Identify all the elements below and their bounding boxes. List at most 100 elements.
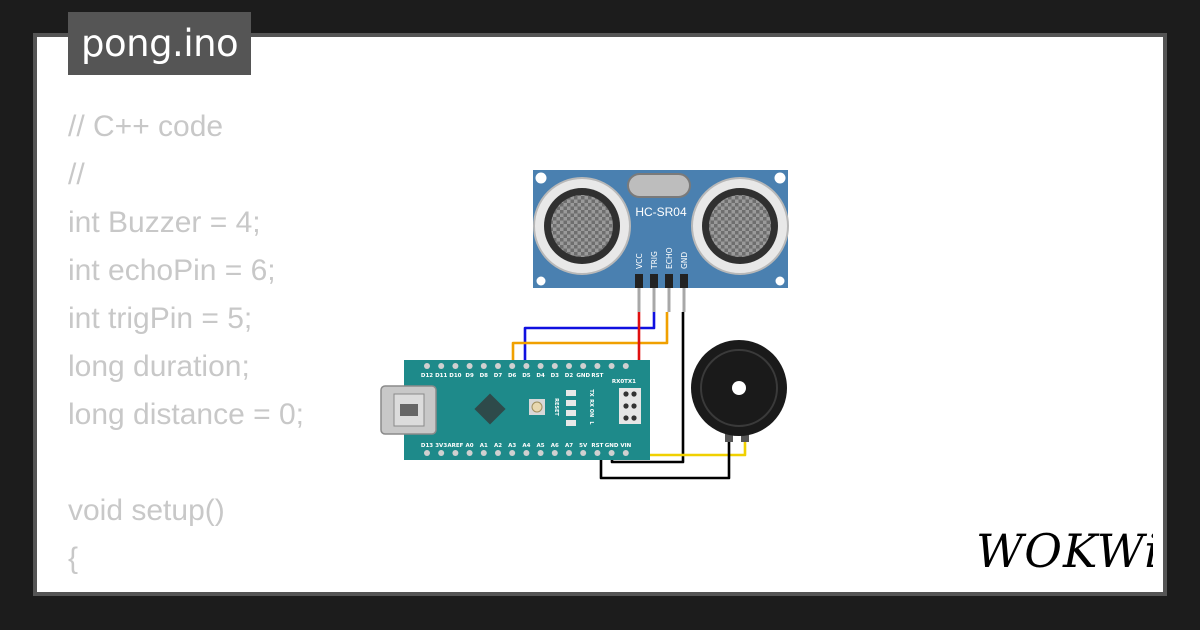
code-line: long duration;	[68, 350, 250, 383]
reset-button[interactable]: RESET	[529, 398, 559, 416]
header-pin[interactable]	[438, 363, 445, 369]
file-name-tab: pong.ino	[68, 12, 252, 75]
header-pin[interactable]	[523, 450, 530, 456]
sensor-pin-socket	[650, 274, 658, 288]
header-pin[interactable]	[551, 450, 558, 456]
pin-label: A5	[537, 443, 545, 449]
pin-label: D4	[536, 373, 545, 379]
header-pin[interactable]	[580, 363, 587, 369]
pin-label: 5V	[579, 443, 588, 449]
pin-label: AREF	[447, 443, 463, 449]
header-pin[interactable]	[495, 363, 501, 369]
header-pin[interactable]	[452, 363, 459, 369]
header-pin[interactable]	[608, 450, 615, 456]
header-pin[interactable]	[509, 363, 516, 369]
sensor-pin-label: TRIG	[650, 251, 659, 270]
header-pin[interactable]	[551, 363, 558, 369]
header-pin[interactable]	[622, 363, 629, 369]
code-line: void setup()	[68, 494, 225, 527]
nano-pcb	[404, 360, 650, 460]
pin-label: A7	[565, 443, 573, 449]
header-pin[interactable]	[480, 363, 487, 369]
header-pin[interactable]	[452, 450, 459, 456]
header-pin[interactable]	[580, 450, 587, 456]
header-pin[interactable]	[438, 450, 445, 456]
header-pin[interactable]	[537, 450, 544, 456]
led-label: L	[588, 421, 594, 425]
header-pin[interactable]	[608, 363, 615, 369]
header-pin[interactable]	[523, 363, 530, 369]
pin-label: RST	[591, 373, 603, 379]
piezo-buzzer[interactable]	[691, 340, 787, 442]
header-pin[interactable]	[537, 363, 544, 369]
pin-label: D2	[565, 373, 574, 379]
pin-label: A6	[551, 443, 559, 449]
sensor-label: HC-SR04	[635, 205, 687, 219]
logo-text: WOKWi	[976, 524, 1153, 574]
sensor-pin-socket	[665, 274, 673, 288]
header-pin[interactable]	[594, 450, 601, 456]
header-pin[interactable]	[622, 450, 629, 456]
header-pin[interactable]	[466, 363, 473, 369]
led-label: TX	[588, 389, 594, 396]
sensor-pin[interactable]	[667, 288, 671, 312]
pin-label: 3V3	[435, 443, 447, 449]
header-pin[interactable]	[424, 363, 430, 369]
header-pin[interactable]	[509, 450, 516, 456]
pin-label: D6	[508, 373, 517, 379]
header-pin[interactable]	[495, 450, 501, 456]
pin-label: D10	[449, 373, 461, 379]
sensor-pin[interactable]	[637, 288, 641, 312]
led	[566, 420, 576, 426]
pin-label: D5	[522, 373, 531, 379]
code-line: //	[68, 158, 85, 191]
code-line: int echoPin = 6;	[68, 254, 276, 287]
sensor-pin-label: VCC	[635, 253, 644, 269]
pin-label: RST	[591, 443, 603, 449]
pin-label: A0	[466, 443, 474, 449]
preview-card: // C++ code//int Buzzer = 4;int echoPin …	[37, 37, 1163, 592]
led	[566, 390, 576, 396]
crystal	[627, 173, 691, 198]
pin-label: D8	[480, 373, 489, 379]
led	[566, 400, 576, 406]
transducer-left	[533, 177, 631, 275]
header-pin[interactable]	[566, 450, 572, 456]
code-line: pinMode(Buzzer, OUTPUT);	[68, 583, 460, 592]
pin-label: D3	[551, 373, 560, 379]
sensor-pin-label: GND	[680, 252, 689, 269]
pin-label: RX0	[612, 379, 624, 385]
pin-label: VIN	[620, 443, 631, 449]
buzzer-ring	[700, 349, 778, 427]
sensor-pin[interactable]	[652, 288, 656, 312]
pin-label: D11	[435, 373, 447, 379]
header-pin[interactable]	[594, 363, 601, 369]
led-label: ON	[588, 409, 594, 417]
header-pin[interactable]	[566, 363, 572, 369]
pin-label: A3	[508, 443, 516, 449]
code-line: {	[68, 542, 79, 575]
mount-hole	[775, 276, 785, 286]
pin-label: A1	[480, 443, 488, 449]
pin-label: GND	[576, 373, 590, 379]
mount-hole	[774, 172, 786, 184]
code-line: long distance = 0;	[68, 398, 305, 431]
mcu-chip	[474, 393, 506, 425]
code-editor: // C++ code//int Buzzer = 4;int echoPin …	[68, 103, 460, 592]
header-pin[interactable]	[466, 450, 473, 456]
pin-label: D7	[494, 373, 503, 379]
wire-echo[interactable]	[511, 312, 669, 363]
wire-trig[interactable]	[523, 312, 656, 363]
pin-label: D9	[465, 373, 474, 379]
header-pin[interactable]	[424, 450, 430, 456]
pin-label: D12	[421, 373, 433, 379]
sensor-pin[interactable]	[682, 288, 686, 312]
mount-hole	[535, 172, 547, 184]
header-pin[interactable]	[480, 450, 487, 456]
pin-label: GND	[605, 443, 619, 449]
icsp-header	[619, 388, 641, 424]
code-line: int Buzzer = 4;	[68, 206, 261, 239]
